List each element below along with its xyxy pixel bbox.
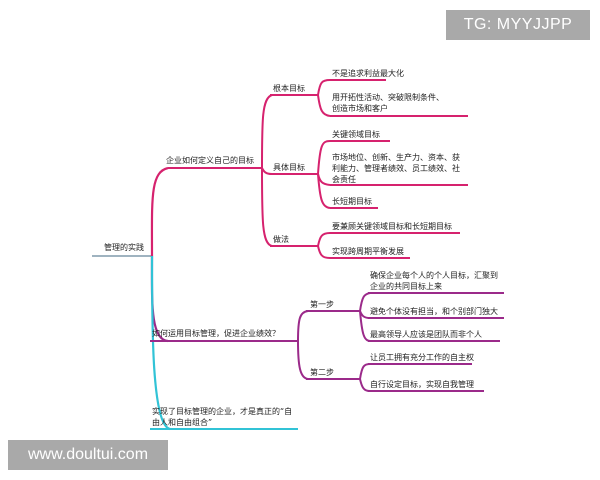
branch3-node: 实现了目标管理的企业，才是真正的“自由人和自由组合” xyxy=(152,407,293,427)
branch2-node: 如何运用目标管理，促进企业绩效？ xyxy=(152,329,280,338)
b2-sub2-leaf2: 自行设定目标，实现自我管理 xyxy=(370,380,474,389)
b2-sub1-node: 第一步 xyxy=(310,300,334,309)
b1-sub3-leaf2: 实现跨周期平衡发展 xyxy=(332,247,404,256)
b2-sub1-leaf2: 避免个体没有担当，和个别部门独大 xyxy=(370,307,498,316)
watermark-top: TG: MYYJJPP xyxy=(446,10,590,40)
link-root-branch1 xyxy=(150,166,169,257)
b1-sub1-node: 根本目标 xyxy=(273,84,305,93)
watermark-bottom: www.doultui.com xyxy=(8,440,168,470)
b1-sub1-leaf2: 用开拓性活动、突破限制条件、创造市场和客户 xyxy=(332,93,444,113)
b1-sub3-leaf1: 要兼顾关键领域目标和长短期目标 xyxy=(332,222,452,231)
link-b1s3-leaf1 xyxy=(317,232,331,247)
link-b1s2-leaf1 xyxy=(317,140,331,175)
branch1-node: 企业如何定义自己的目标 xyxy=(166,156,254,165)
link-b2-sub2 xyxy=(297,340,309,380)
b1-sub2-node: 具体目标 xyxy=(273,163,305,172)
b1-sub3-node: 做法 xyxy=(273,235,289,244)
b2-sub2-leaf1: 让员工拥有充分工作的自主权 xyxy=(370,353,474,362)
link-b1s1-leaf2 xyxy=(317,94,331,117)
root-node: 管理的实践 xyxy=(104,243,144,252)
link-b1s2-leaf3 xyxy=(317,173,331,209)
b1-sub2-leaf3: 长短期目标 xyxy=(332,197,372,206)
b2-sub1-leaf3: 最高领导人应该是团队而非个人 xyxy=(370,330,482,339)
b1-sub2-leaf2: 市场地位、创新、生产力、资本、获利能力、管理者绩效、员工绩效、社会责任 xyxy=(332,153,460,184)
b1-sub2-leaf1: 关键领域目标 xyxy=(332,130,380,139)
b2-sub1-leaf1: 确保企业每个人的个人目标，汇聚到企业的共同目标上来 xyxy=(370,271,498,291)
link-b2s1-leaf1 xyxy=(359,292,371,312)
link-b2s2-leaf2 xyxy=(359,378,371,392)
link-b1-sub1 xyxy=(261,94,273,169)
link-root-branch3 xyxy=(150,255,171,431)
b1-sub1-leaf1: 不是追求利益最大化 xyxy=(332,69,404,78)
link-b2s2-leaf1 xyxy=(359,363,371,380)
b2-sub2-node: 第二步 xyxy=(310,368,334,377)
link-b1-sub3 xyxy=(261,167,273,247)
link-b1s3-leaf2 xyxy=(317,245,331,259)
link-b1s1-leaf1 xyxy=(317,79,331,96)
